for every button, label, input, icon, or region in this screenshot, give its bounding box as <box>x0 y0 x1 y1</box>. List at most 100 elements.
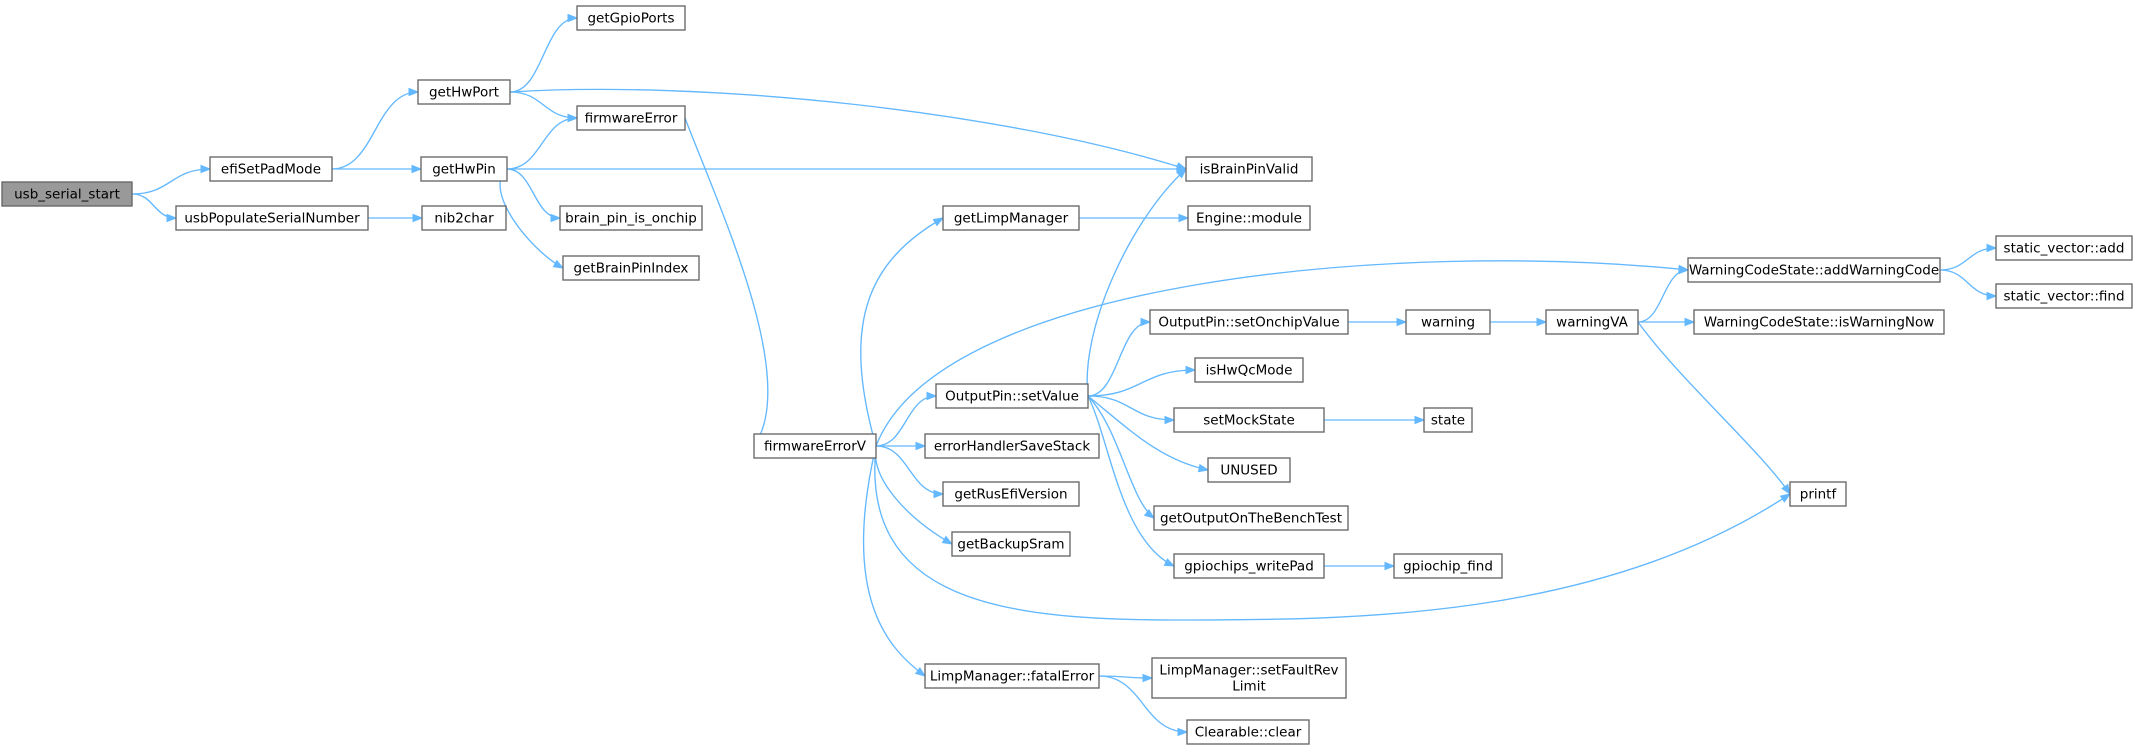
node-outputpin-setvalue[interactable]: OutputPin::setValue <box>935 383 1089 409</box>
node-getgpioports[interactable]: getGpioPorts <box>576 5 686 31</box>
node-state[interactable]: state <box>1423 407 1473 433</box>
node-isbrainpinvalid[interactable]: isBrainPinValid <box>1185 156 1313 182</box>
node-label: UNUSED <box>1220 463 1277 479</box>
edge-layer <box>131 13 1998 737</box>
node-firmwareerror[interactable]: firmwareError <box>576 105 686 131</box>
node-box <box>576 5 686 31</box>
node-box <box>753 433 877 459</box>
node-unused[interactable]: UNUSED <box>1207 457 1291 483</box>
node-box <box>1393 553 1503 579</box>
node-efisetpadmode[interactable]: efiSetPadMode <box>209 156 333 182</box>
node-box <box>1173 553 1325 579</box>
node-ishwqcmode[interactable]: isHwQcMode <box>1194 357 1304 383</box>
edge-warningva-to-warningcodestate-iswarningnow <box>1638 317 1696 327</box>
node-gethwpin[interactable]: getHwPin <box>420 156 508 182</box>
node-static-vector-add[interactable]: static_vector::add <box>1995 235 2133 261</box>
arrowhead <box>550 213 562 223</box>
node-usb-serial-start[interactable]: usb_serial_start <box>1 181 133 207</box>
node-label: getHwPort <box>429 85 499 101</box>
node-getbrainpinindex[interactable]: getBrainPinIndex <box>562 255 700 281</box>
arrowhead <box>200 164 212 174</box>
edge-firmwareerrorv-to-getrusefiversion <box>875 445 945 499</box>
node-clearable-clear[interactable]: Clearable::clear <box>1186 719 1310 745</box>
edge-line <box>1087 395 1175 567</box>
node-label: errorHandlerSaveStack <box>934 439 1091 455</box>
edge-line <box>1637 269 1689 323</box>
node-label: printf <box>1800 487 1838 503</box>
arrowhead <box>1536 317 1548 327</box>
arrowhead <box>166 213 178 223</box>
node-box <box>951 531 1071 557</box>
edge-warningcodestate-addwarningcode-to-static-vector-find <box>1939 269 1998 301</box>
node-firmwareerrorv[interactable]: firmwareErrorV <box>753 433 877 459</box>
node-getlimpmanager[interactable]: getLimpManager <box>942 205 1080 231</box>
node-gethwport[interactable]: getHwPort <box>417 79 511 105</box>
node-limpmanager-fatalerror[interactable]: LimpManager::fatalError <box>924 663 1100 689</box>
edge-outputpin-setvalue-to-unused <box>1087 395 1210 473</box>
node-label: efiSetPadMode <box>221 162 321 178</box>
node-label: gpiochip_find <box>1403 559 1493 575</box>
edge-line <box>1087 395 1175 421</box>
edge-outputpin-setvalue-to-ishwqcmode <box>1087 365 1197 397</box>
node-brain-pin-is-onchip[interactable]: brain_pin_is_onchip <box>559 205 703 231</box>
node-warningva[interactable]: warningVA <box>1545 309 1639 335</box>
node-warning[interactable]: warning <box>1405 309 1491 335</box>
arrowhead <box>1143 508 1156 519</box>
node-static-vector-find[interactable]: static_vector::find <box>1995 283 2133 309</box>
edge-firmwareerrorv-to-outputpin-setvalue <box>875 391 938 447</box>
node-label: nib2char <box>434 211 494 227</box>
edge-warningva-to-printf <box>1637 321 1791 496</box>
node-warningcodestate-iswarningnow[interactable]: WarningCodeState::isWarningNow <box>1693 309 1945 335</box>
edge-line <box>506 117 578 170</box>
edge-warning-to-warningva <box>1490 317 1548 327</box>
node-label: brain_pin_is_onchip <box>565 211 697 227</box>
node-label: Clearable::clear <box>1195 725 1302 741</box>
edge-line <box>875 260 1689 447</box>
edge-usbpopulateserialnumber-to-nib2char <box>368 213 424 223</box>
node-usbpopulateserialnumber[interactable]: usbPopulateSerialNumber <box>175 205 369 231</box>
arrowhead <box>932 217 945 227</box>
edge-getlimpmanager-to-engine-module <box>1079 213 1190 223</box>
node-errorhandlersavestack[interactable]: errorHandlerSaveStack <box>924 433 1100 459</box>
arrowhead <box>1140 317 1152 327</box>
node-label: setMockState <box>1203 413 1295 429</box>
edge-limpmanager-fatalerror-to-limpmanager-setfaultrevlimit <box>1098 673 1154 683</box>
node-label: WarningCodeState::isWarningNow <box>1704 315 1935 331</box>
node-label: getRusEfiVersion <box>954 487 1067 503</box>
node-label: usbPopulateSerialNumber <box>184 211 360 227</box>
node-printf[interactable]: printf <box>1789 481 1847 507</box>
node-getbackupsram[interactable]: getBackupSram <box>951 531 1071 557</box>
edge-line <box>862 445 926 677</box>
node-label: static_vector::add <box>2004 241 2125 257</box>
node-label: OutputPin::setOnchipValue <box>1158 315 1339 331</box>
arrowhead <box>1142 673 1154 683</box>
node-box <box>924 433 1100 459</box>
node-gpiochips-writepad[interactable]: gpiochips_writePad <box>1173 553 1325 579</box>
node-box <box>1187 205 1311 231</box>
arrowhead <box>1178 213 1190 223</box>
node-nib2char[interactable]: nib2char <box>421 205 507 231</box>
node-setmockstate[interactable]: setMockState <box>1173 407 1325 433</box>
edge-warningva-to-warningcodestate-addwarningcode <box>1637 265 1690 323</box>
node-box <box>562 255 700 281</box>
node-label: isHwQcMode <box>1206 363 1293 379</box>
node-gpiochip-find[interactable]: gpiochip_find <box>1393 553 1503 579</box>
edge-gethwport-to-firmwareerror <box>509 91 579 123</box>
node-getrusefiversion[interactable]: getRusEfiVersion <box>942 481 1080 507</box>
arrowhead <box>567 113 579 123</box>
arrowhead <box>941 535 954 545</box>
node-box <box>935 383 1089 409</box>
node-label: getHwPin <box>432 162 496 178</box>
edge-outputpin-setonchipvalue-to-warning <box>1348 317 1408 327</box>
node-getoutputonthebenchtest[interactable]: getOutputOnTheBenchTest <box>1153 505 1349 531</box>
edge-line <box>509 17 578 93</box>
node-engine-module[interactable]: Engine::module <box>1187 205 1311 231</box>
node-outputpin-setonchipvalue[interactable]: OutputPin::setOnchipValue <box>1149 309 1349 335</box>
edge-setmockstate-to-state <box>1323 415 1426 425</box>
node-box <box>1995 283 2133 309</box>
node-warningcodestate-addwarningcode[interactable]: WarningCodeState::addWarningCode <box>1687 257 1941 283</box>
edge-line <box>1087 395 1209 471</box>
node-box <box>1995 235 2133 261</box>
